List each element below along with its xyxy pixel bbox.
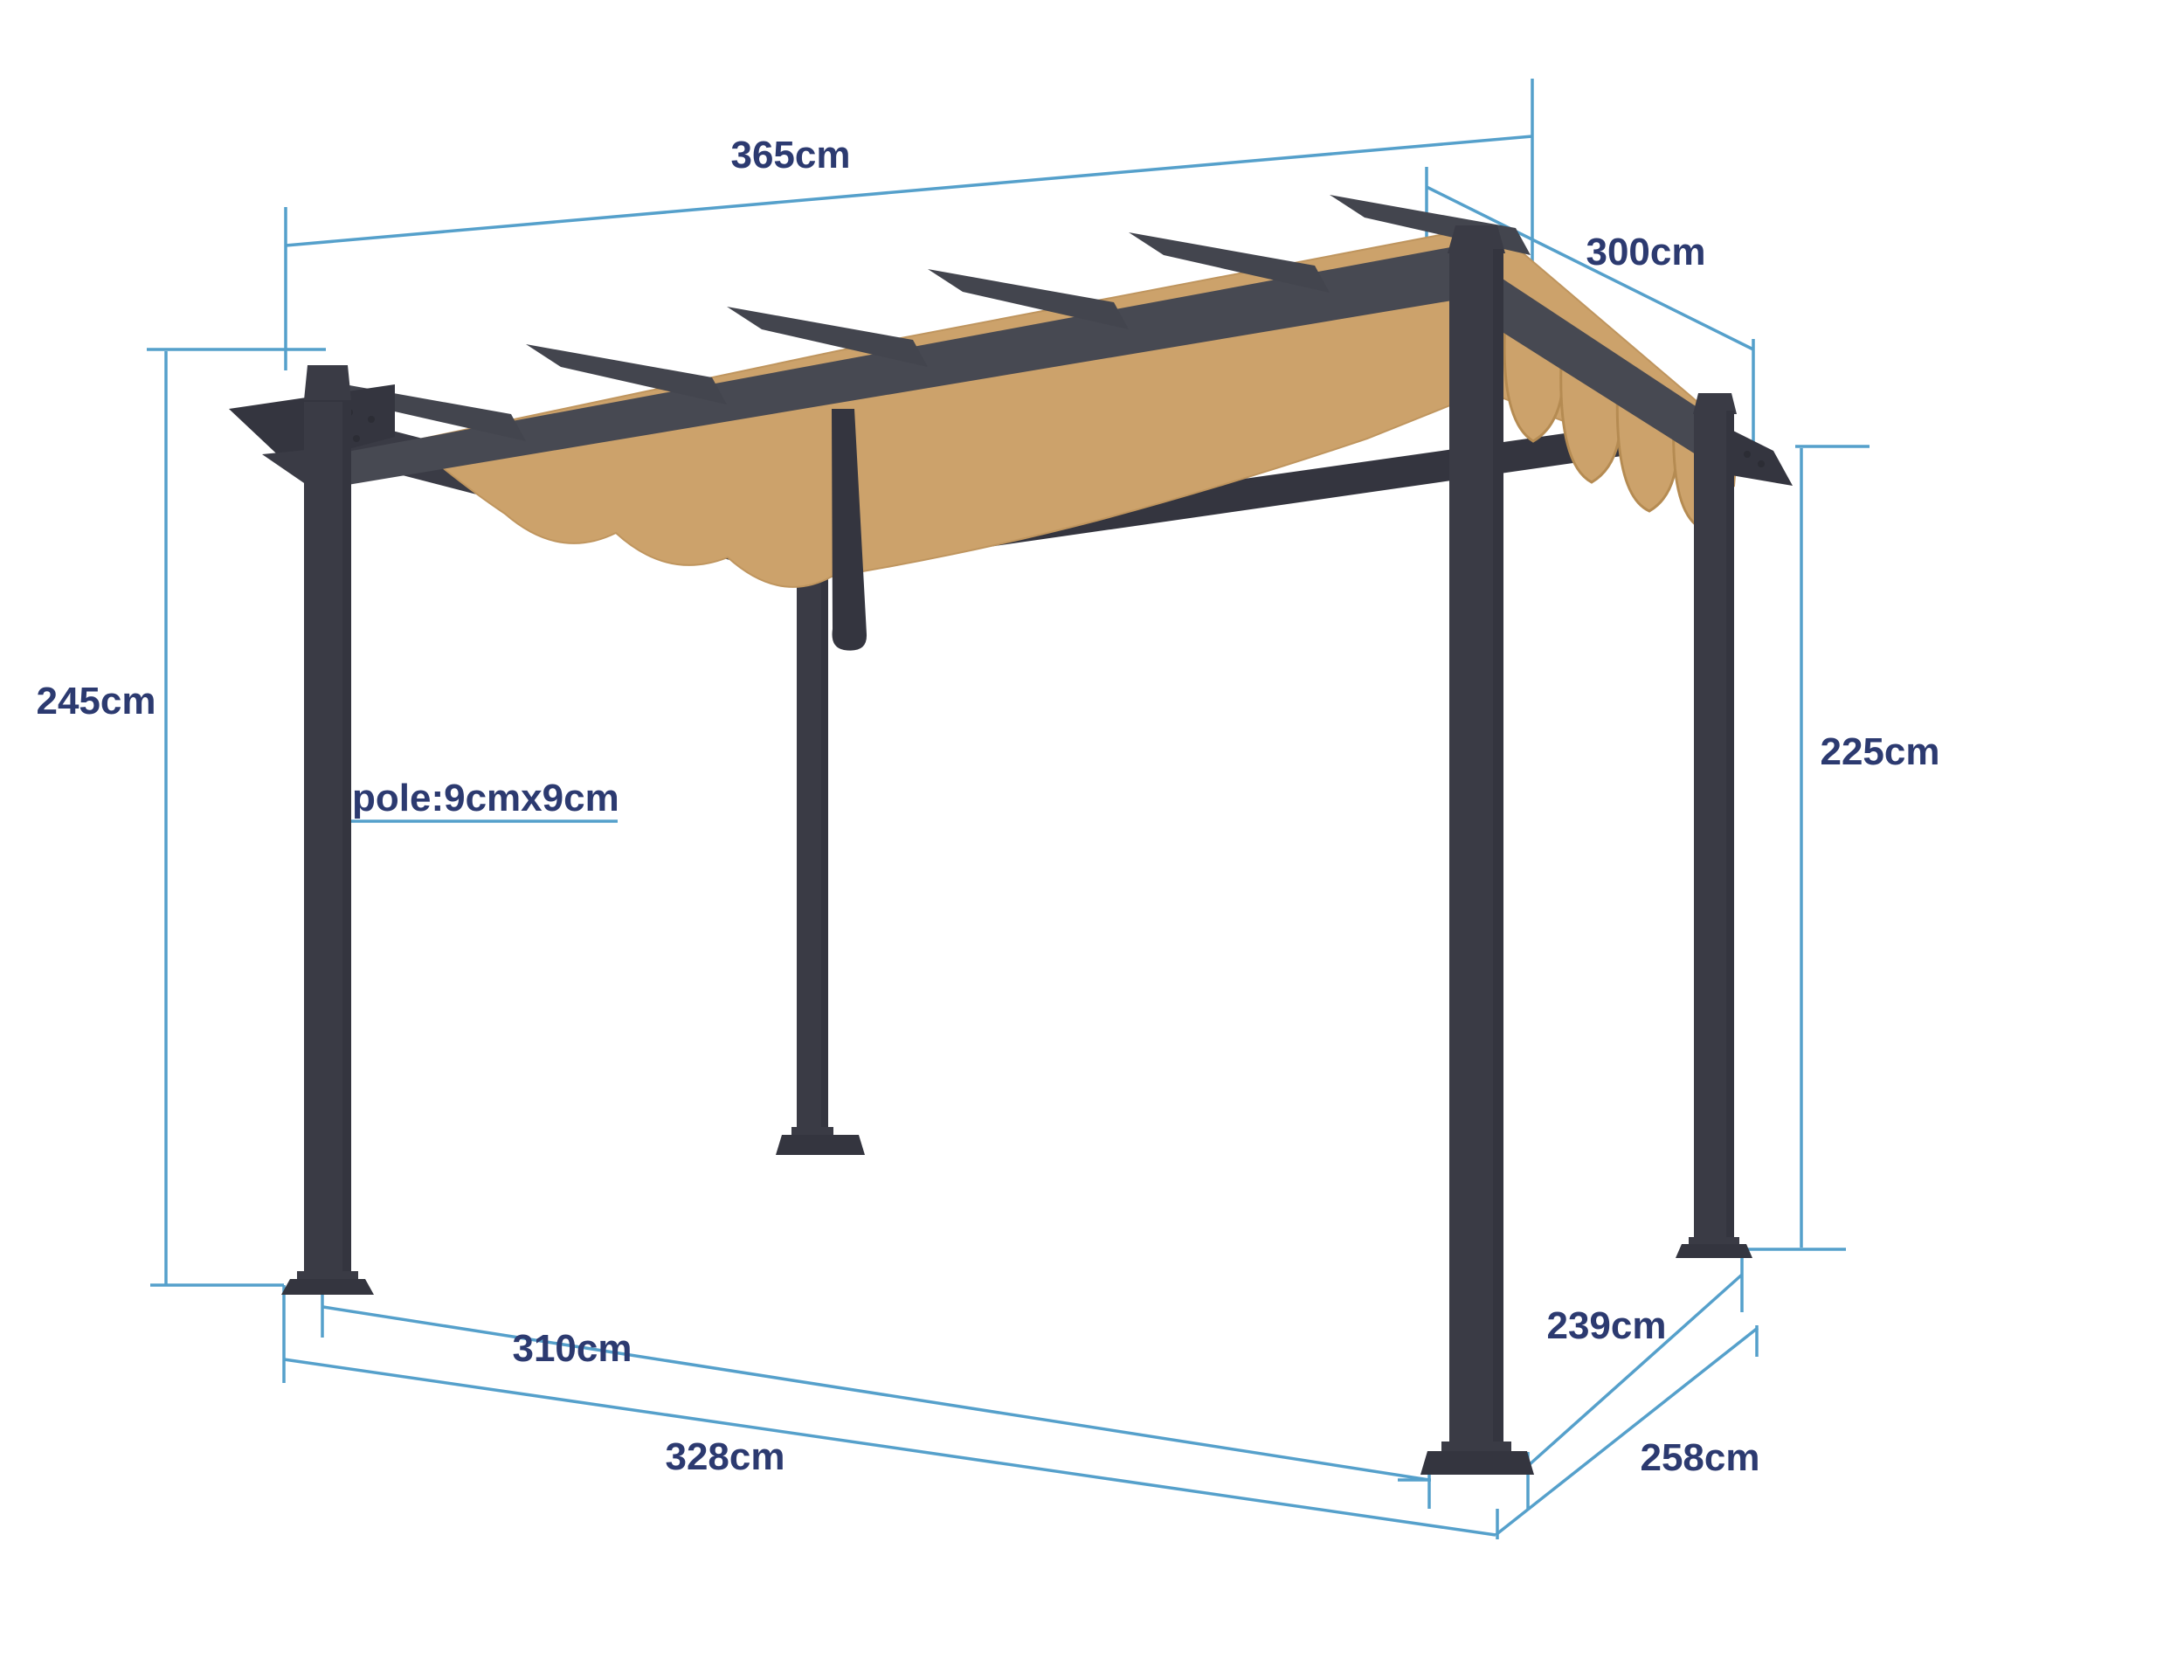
side-beam-right — [1475, 260, 1793, 486]
post-rear-right-base-plate — [1676, 1244, 1752, 1258]
label-base-width-outer: 328cm — [665, 1435, 784, 1478]
post-rear-right — [1676, 411, 1752, 1258]
label-left-height: 245cm — [36, 680, 156, 722]
canopy-pull-strap — [832, 409, 867, 651]
pergola — [229, 195, 1793, 1475]
side-beam-right-wing — [1731, 430, 1793, 486]
label-base-depth-outer: 258cm — [1640, 1436, 1759, 1479]
dim-base-depth-outer — [1494, 1325, 1759, 1537]
label-top-width: 365cm — [730, 134, 850, 176]
label-top-depth: 300cm — [1586, 231, 1705, 273]
label-pole-size: pole:9cmx9cm — [352, 777, 619, 819]
post-front-right-cap — [1448, 225, 1505, 253]
canopy — [408, 224, 1740, 588]
post-front-left-cap — [304, 365, 351, 400]
dim-left-height — [147, 348, 326, 1287]
post-front-right — [1420, 225, 1534, 1475]
label-right-height: 225cm — [1820, 730, 1939, 773]
post-rear-left-base-plate — [776, 1135, 865, 1155]
dim-base-width-outer — [282, 1285, 1499, 1539]
label-base-depth-inner: 239cm — [1546, 1304, 1666, 1347]
dim-base-width-inner — [321, 1295, 1431, 1509]
post-front-left-base-plate — [281, 1279, 374, 1295]
post-front-left — [281, 365, 374, 1295]
post-rear-left — [776, 566, 865, 1155]
label-base-width-inner: 310cm — [512, 1327, 632, 1370]
dimension-lines — [147, 79, 1870, 1539]
dimension-labels: 365cm 300cm 245cm 225cm pole:9cmx9cm 310… — [36, 134, 1939, 1479]
dim-right-height — [1741, 445, 1870, 1251]
post-front-right-base-plate — [1420, 1451, 1534, 1475]
post-rear-right-cap — [1693, 393, 1737, 414]
